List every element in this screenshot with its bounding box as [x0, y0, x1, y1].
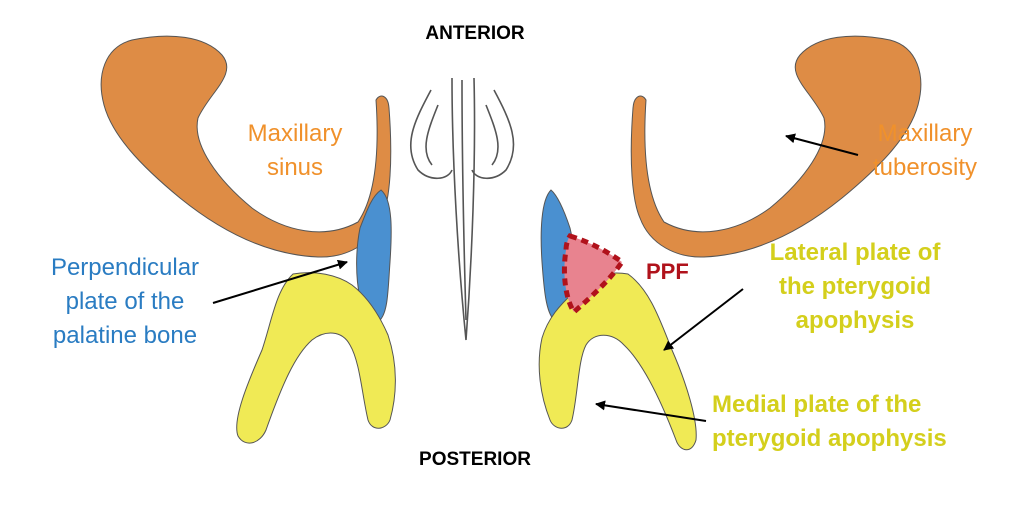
- arrow-medial-plate: [595, 400, 707, 422]
- maxillary-sinus-line-1: Maxillary: [247, 120, 343, 147]
- medial-plate-line-1: Medial plate of the: [712, 391, 922, 418]
- lateral-plate-line-2: the pterygoid: [778, 273, 931, 300]
- left-pterygoid-shape: [236, 272, 396, 444]
- perpendicular-plate-label: Perpendicular plate of the palatine bone: [20, 251, 230, 353]
- maxillary-tuberosity-line-2: tuberosity: [872, 154, 978, 181]
- perpendicular-plate-line-3: palatine bone: [52, 322, 198, 349]
- maxillary-tuberosity-label: Maxillary tuberosity: [845, 117, 1005, 185]
- arrow-maxillary-tuberosity: [785, 133, 859, 156]
- lateral-plate-line-1: Lateral plate of: [769, 239, 941, 266]
- arrows: [212, 133, 859, 422]
- ppf-label: PPF: [646, 259, 689, 284]
- maxillary-sinus-label: Maxillary sinus: [220, 117, 370, 185]
- anterior-label: ANTERIOR: [425, 23, 525, 44]
- ppf-area-shape: [561, 233, 626, 316]
- left-maxilla-shape: [100, 35, 392, 258]
- arrow-perpendicular-plate: [212, 259, 348, 304]
- lateral-plate-line-3: apophysis: [795, 307, 915, 334]
- maxillary-tuberosity-line-1: Maxillary: [877, 120, 973, 147]
- medial-plate-label: Medial plate of the pterygoid apophysis: [712, 388, 947, 456]
- perpendicular-plate-line-2: plate of the: [65, 288, 185, 315]
- lateral-plate-label: Lateral plate of the pterygoid apophysis: [745, 236, 965, 338]
- perpendicular-plate-line-1: Perpendicular: [50, 254, 200, 281]
- arrow-lateral-plate: [663, 288, 744, 351]
- right-maxilla-shape: [630, 35, 922, 258]
- right-pterygoid-shape: [538, 272, 697, 451]
- maxillary-sinus-line-2: sinus: [266, 154, 324, 181]
- posterior-label: POSTERIOR: [419, 449, 531, 470]
- nasal-septum-conchae: [409, 77, 515, 341]
- medial-plate-line-2: pterygoid apophysis: [712, 425, 947, 452]
